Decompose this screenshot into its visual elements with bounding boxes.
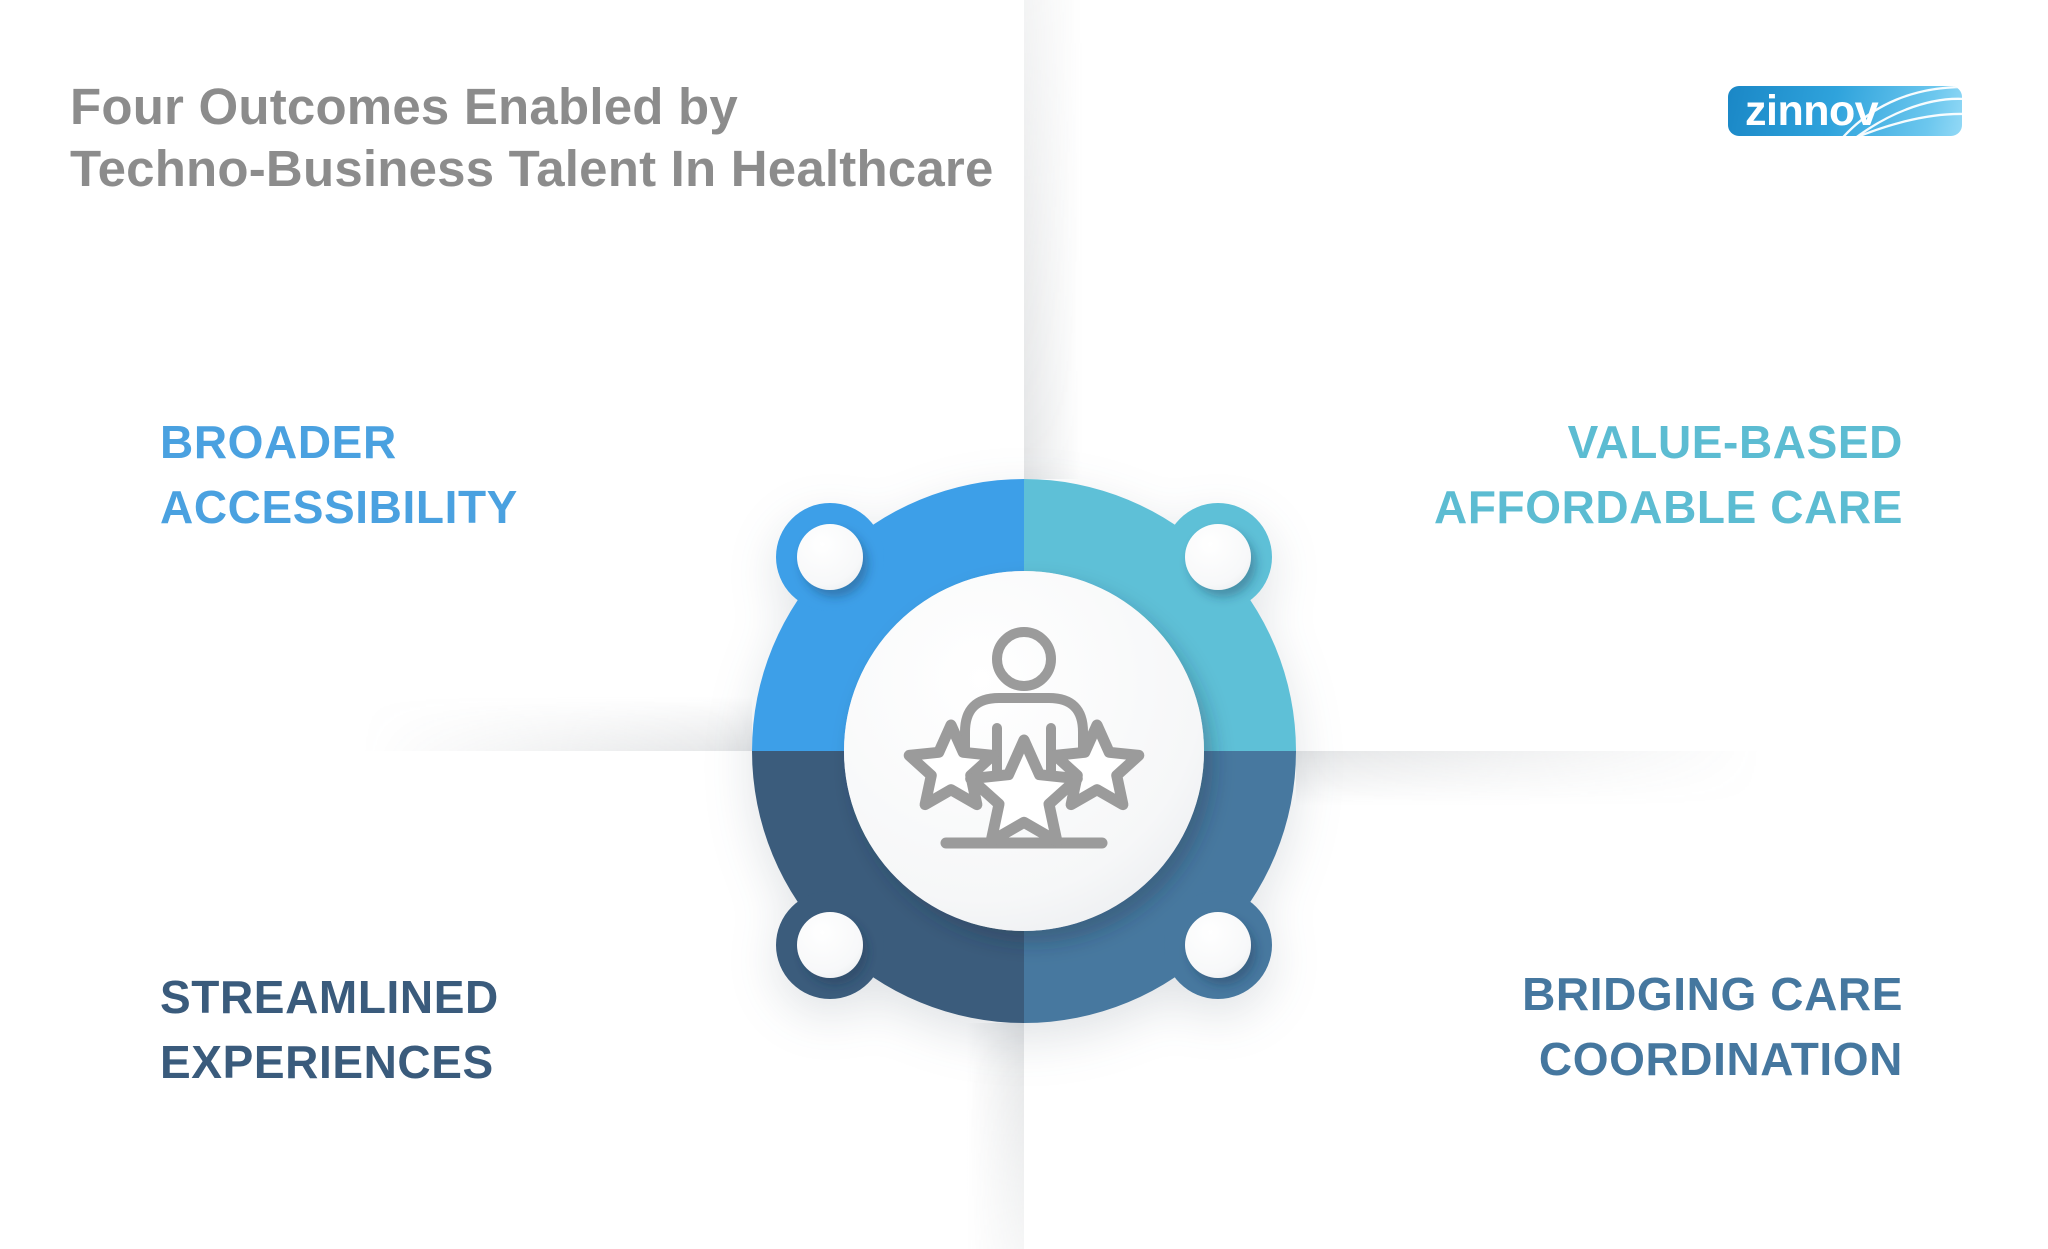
label-broader-accessibility: BROADER ACCESSIBILITY: [160, 416, 518, 533]
person-head: [992, 627, 1056, 691]
ring-sectors: [752, 479, 1296, 1023]
label-bridging-care-coordination: BRIDGING CARE COORDINATION: [1522, 968, 1903, 1085]
ring-sector-top-right: [1024, 479, 1296, 751]
satellite-circle-top-right: [1185, 524, 1251, 590]
outcomes-wheel-diagram: [752, 479, 1296, 1023]
swoosh-arcs-icon: [1842, 86, 1962, 136]
satellite-circle-bottom-left: [797, 912, 863, 978]
page-title: Four Outcomes Enabled by Techno-Business…: [70, 78, 994, 197]
label-value-based-affordable-care: VALUE-BASED AFFORDABLE CARE: [1434, 416, 1903, 533]
background-seam-right: [1296, 751, 2048, 813]
satellite-circles: [797, 524, 1251, 978]
ring-sector-bottom-left: [752, 751, 1024, 1023]
background-seam-left: [0, 689, 752, 751]
star-center: [965, 734, 1083, 847]
label-streamlined-experiences: STREAMLINED EXPERIENCES: [160, 971, 499, 1088]
ring-sector-bottom-right: [1024, 751, 1296, 1023]
satellite-circle-bottom-right: [1185, 912, 1251, 978]
person-with-three-stars-icon: [903, 627, 1145, 849]
person-shoulders: [960, 693, 1088, 774]
ring-sector-top-left: [752, 479, 1024, 751]
person-chest-lines: [992, 723, 1056, 780]
zinnov-logo: zinnov: [1728, 86, 1962, 136]
satellite-circle-top-left: [797, 524, 863, 590]
zinnov-logo-text: zinnov: [1745, 87, 1879, 135]
